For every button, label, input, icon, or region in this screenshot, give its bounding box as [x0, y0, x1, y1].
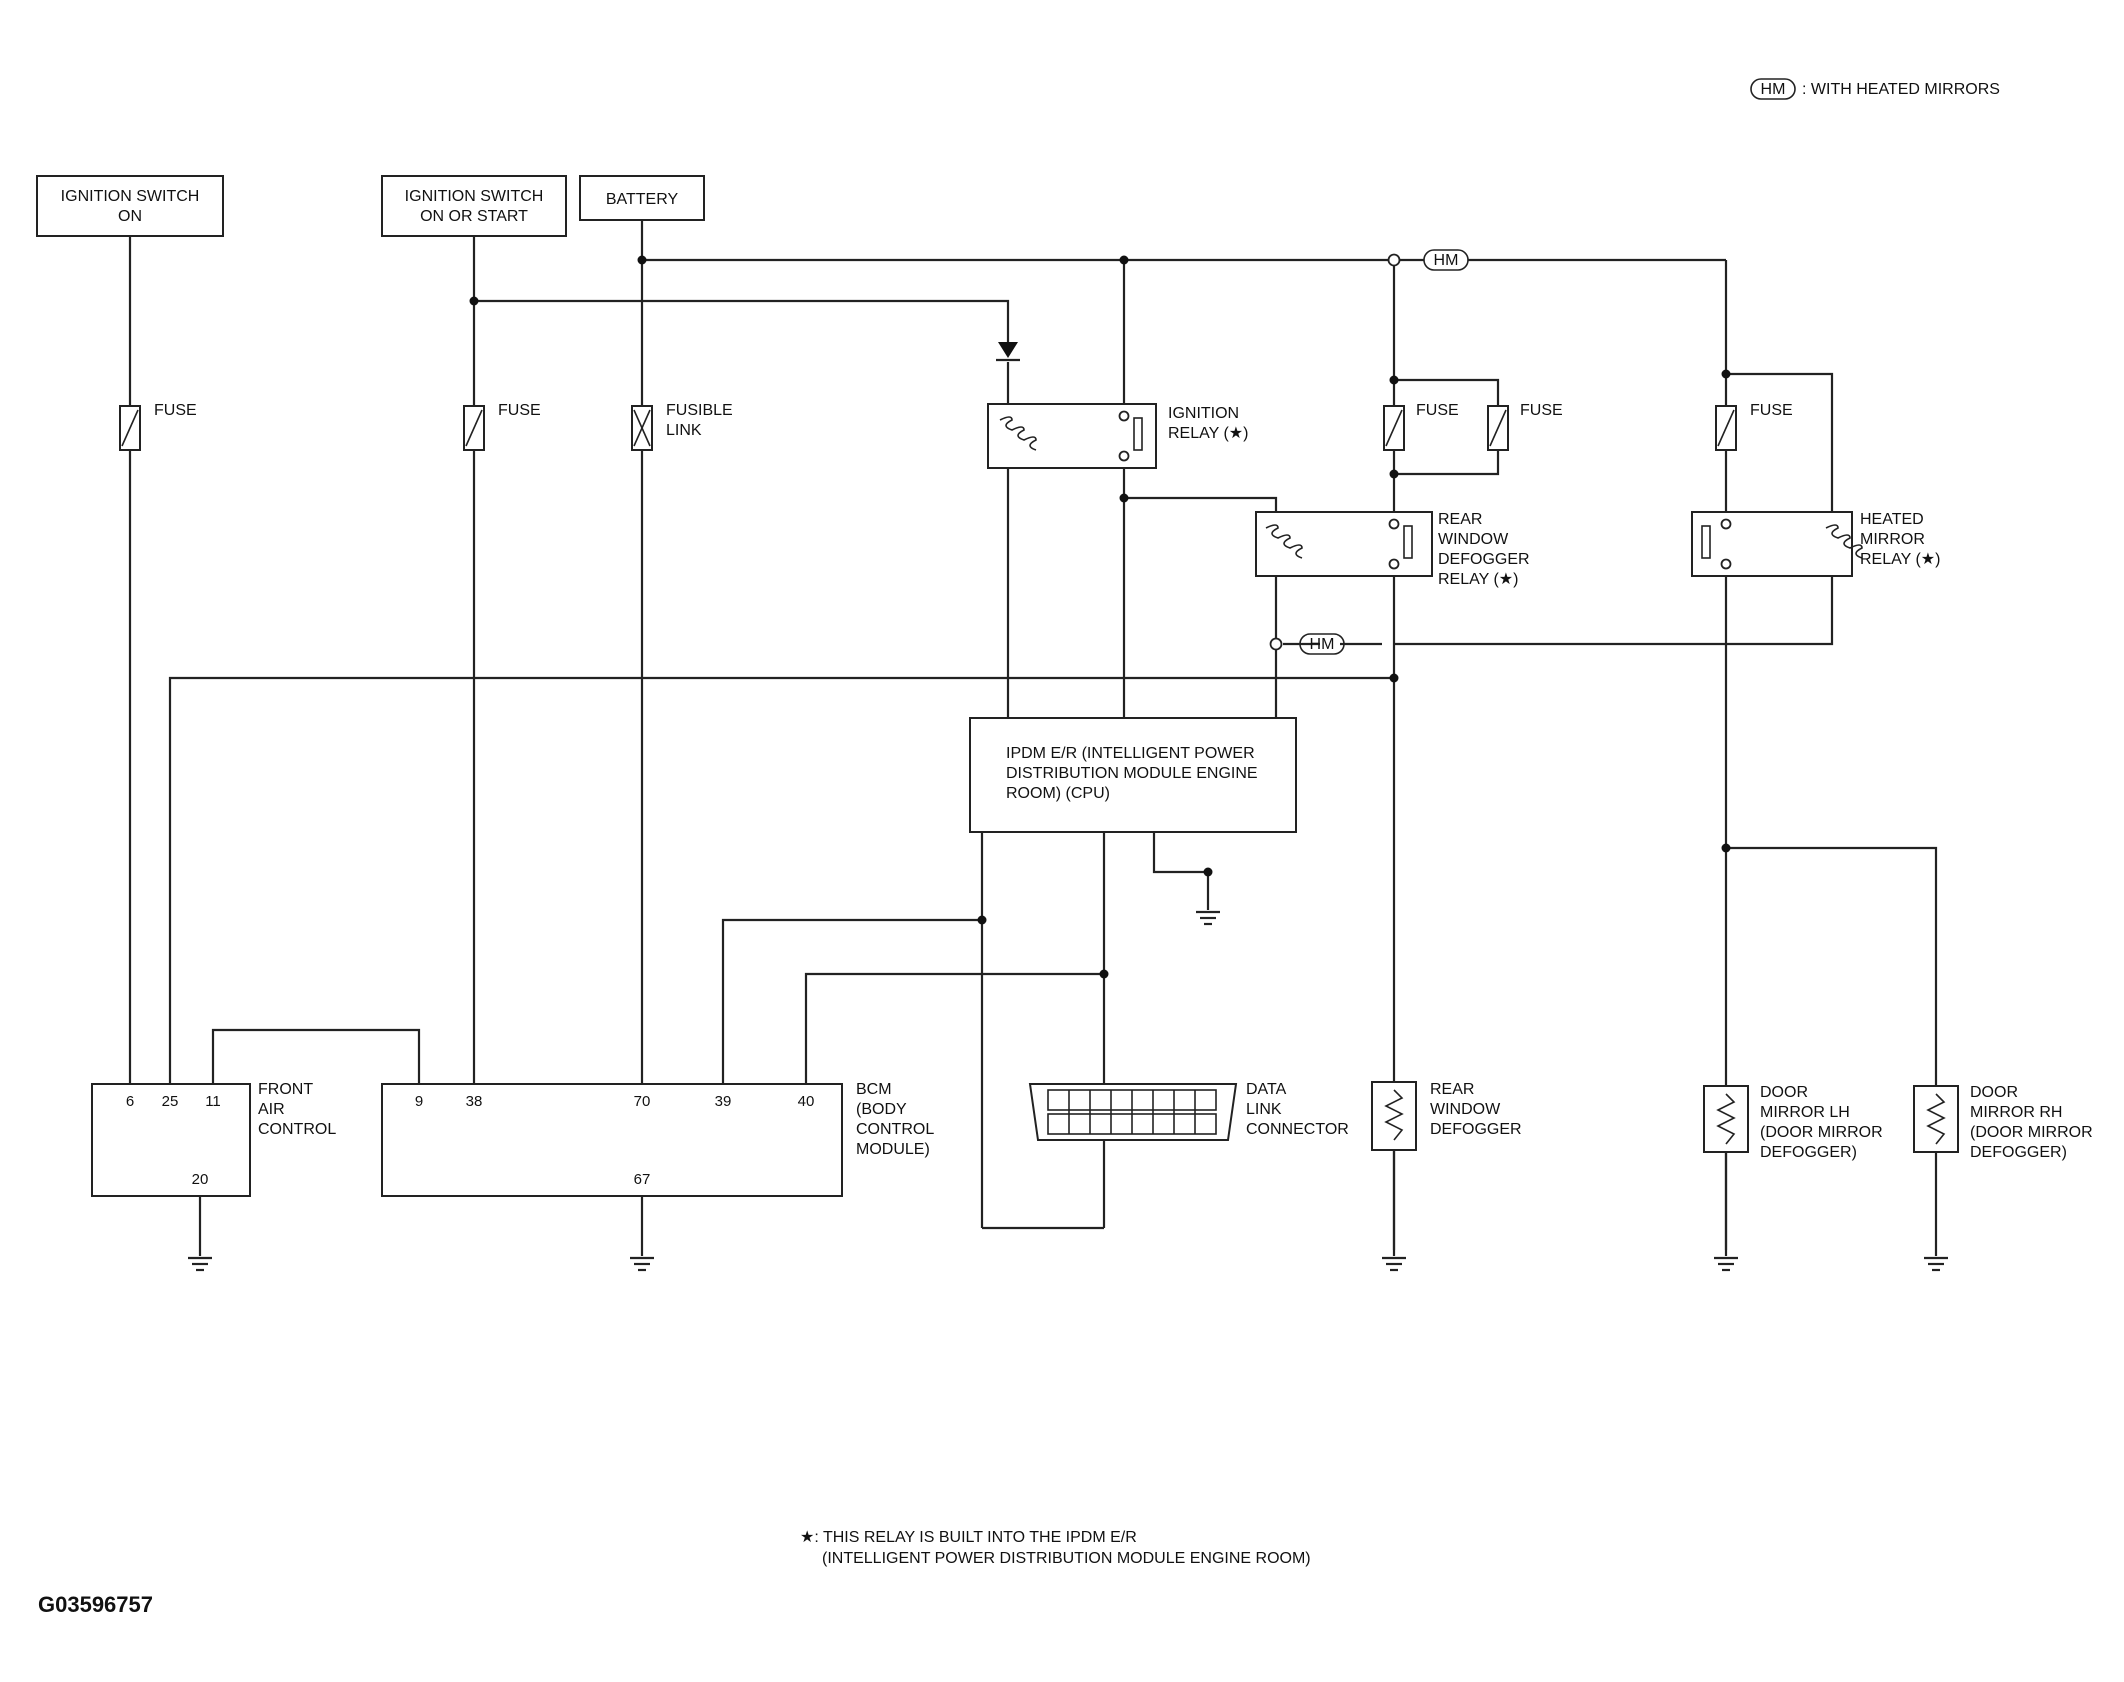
front-air-label-1: FRONT — [258, 1081, 313, 1098]
door-mirror-rh-resistor-icon — [1913, 1085, 1959, 1153]
front-air-label-2: AIR — [258, 1101, 285, 1118]
ignition-relay — [987, 403, 1157, 469]
footnote-line2: (INTELLIGENT POWER DISTRIBUTION MODULE E… — [822, 1550, 1311, 1567]
junctions — [469, 253, 1731, 979]
rear-defogger-relay-label-3: DEFOGGER — [1438, 551, 1530, 568]
ground-mirror-rh-icon — [1924, 1256, 1948, 1272]
bcm-label-3: CONTROL — [856, 1121, 934, 1138]
svg-text:HM: HM — [1310, 636, 1335, 653]
legend: HM : WITH HEATED MIRRORS — [1750, 78, 2000, 100]
mirror-rh-label-3: (DOOR MIRROR — [1970, 1124, 2093, 1141]
fuse-6-label: FUSE — [1750, 402, 1793, 419]
bcm-pin-70: 70 — [634, 1093, 651, 1110]
heated-mirror-relay — [1691, 511, 1863, 577]
battery-label: BATTERY — [606, 191, 679, 208]
fuse-6-icon — [1715, 405, 1737, 451]
fusible-link-icon — [631, 405, 653, 451]
ground-bcm-icon — [630, 1256, 654, 1272]
svg-text:HM: HM — [1434, 252, 1459, 269]
fusible-link-label-1: FUSIBLE — [666, 402, 733, 419]
fuse-5-label: FUSE — [1520, 402, 1563, 419]
rear-defogger-relay-label-4: RELAY (★) — [1438, 571, 1518, 588]
dlc-label-2: LINK — [1246, 1101, 1282, 1118]
fusible-link-label-2: LINK — [666, 422, 702, 439]
figure-code: G03596757 — [38, 1592, 153, 1617]
front-air-control-box: 6 25 11 20 — [91, 1083, 251, 1197]
heated-mirror-relay-label-1: HEATED — [1860, 511, 1924, 528]
legend-text: : WITH HEATED MIRRORS — [1802, 81, 2000, 98]
diode-icon — [996, 342, 1020, 362]
fuse-1-label: FUSE — [154, 402, 197, 419]
footnote-line1: ★: THIS RELAY IS BUILT INTO THE IPDM E/R — [800, 1529, 1137, 1546]
legend-hm-text: HM — [1761, 81, 1786, 98]
rear-defogger-relay-label-2: WINDOW — [1438, 531, 1509, 548]
ipdm-line3: ROOM) (CPU) — [1006, 785, 1110, 802]
mirror-lh-label-3: (DOOR MIRROR — [1760, 1124, 1883, 1141]
heated-mirror-relay-label-3: RELAY (★) — [1860, 551, 1940, 568]
rear-defogger-label-2: WINDOW — [1430, 1101, 1501, 1118]
ground-front-air-icon — [188, 1256, 212, 1272]
door-mirror-lh-resistor-icon — [1703, 1085, 1749, 1153]
legend-hm-symbol — [1750, 78, 1796, 100]
hm-tag-middle: HM — [1299, 633, 1345, 655]
bcm-pin-67: 67 — [634, 1171, 651, 1188]
ignition-relay-label-1: IGNITION — [1168, 405, 1239, 422]
front-air-pin-11: 11 — [205, 1093, 221, 1110]
ground-mirror-lh-icon — [1714, 1256, 1738, 1272]
ipdm-line1: IPDM E/R (INTELLIGENT POWER — [1006, 745, 1255, 762]
fuse-5-icon — [1487, 405, 1509, 451]
mirror-rh-label-2: MIRROR RH — [1970, 1104, 2062, 1121]
dlc-label-1: DATA — [1246, 1081, 1287, 1098]
bcm-label-4: MODULE) — [856, 1141, 930, 1158]
hm-tag-top: HM — [1423, 249, 1469, 271]
bcm-pin-9: 9 — [415, 1093, 423, 1110]
dlc-label-3: CONNECTOR — [1246, 1121, 1349, 1138]
mirror-rh-label-4: DEFOGGER) — [1970, 1144, 2067, 1161]
rear-window-defogger-resistor-icon — [1371, 1081, 1417, 1151]
rear-defogger-relay-label-1: REAR — [1438, 511, 1482, 528]
ign-start-line2: ON OR START — [420, 208, 528, 225]
heated-mirror-relay-label-2: MIRROR — [1860, 531, 1925, 548]
ign-on-line2: ON — [118, 208, 142, 225]
front-air-label-3: CONTROL — [258, 1121, 336, 1138]
front-air-pin-20: 20 — [192, 1171, 209, 1188]
ground-rear-defogger-icon — [1382, 1256, 1406, 1272]
battery-box: BATTERY — [579, 175, 705, 221]
ign-start-line1: IGNITION SWITCH — [405, 188, 544, 205]
bcm-pin-38: 38 — [466, 1093, 483, 1110]
ignition-switch-on-box: IGNITION SWITCH ON — [36, 175, 224, 237]
fuse-4-label: FUSE — [1416, 402, 1459, 419]
bcm-pin-39: 39 — [715, 1093, 732, 1110]
mirror-lh-label-1: DOOR — [1760, 1084, 1808, 1101]
front-air-pin-25: 25 — [162, 1093, 179, 1110]
ground-icons — [188, 1256, 1948, 1272]
front-air-pin-6: 6 — [126, 1093, 134, 1110]
ipdm-box: IPDM E/R (INTELLIGENT POWER DISTRIBUTION… — [969, 717, 1297, 833]
fuse-4-icon — [1383, 405, 1405, 451]
rear-defogger-label-1: REAR — [1430, 1081, 1474, 1098]
ipdm-line2: DISTRIBUTION MODULE ENGINE — [1006, 765, 1258, 782]
ign-on-line1: IGNITION SWITCH — [61, 188, 200, 205]
fuse-2-icon — [463, 405, 485, 451]
bcm-box: 9 38 70 39 40 67 — [381, 1083, 843, 1197]
ignition-relay-label-2: RELAY (★) — [1168, 425, 1248, 442]
ignition-switch-start-box: IGNITION SWITCH ON OR START — [381, 175, 567, 237]
bcm-label-1: BCM — [856, 1081, 892, 1098]
ipdm-ground-icon — [1196, 910, 1220, 926]
mirror-lh-label-2: MIRROR LH — [1760, 1104, 1850, 1121]
rear-defogger-label-3: DEFOGGER — [1430, 1121, 1522, 1138]
fuse-2-label: FUSE — [498, 402, 541, 419]
bcm-label-2: (BODY — [856, 1101, 907, 1118]
rear-defogger-relay — [1255, 511, 1433, 577]
fuse-1-icon — [119, 405, 141, 451]
mirror-lh-label-4: DEFOGGER) — [1760, 1144, 1857, 1161]
data-link-connector — [1028, 1083, 1238, 1141]
mirror-rh-label-1: DOOR — [1970, 1084, 2018, 1101]
bcm-pin-40: 40 — [798, 1093, 815, 1110]
